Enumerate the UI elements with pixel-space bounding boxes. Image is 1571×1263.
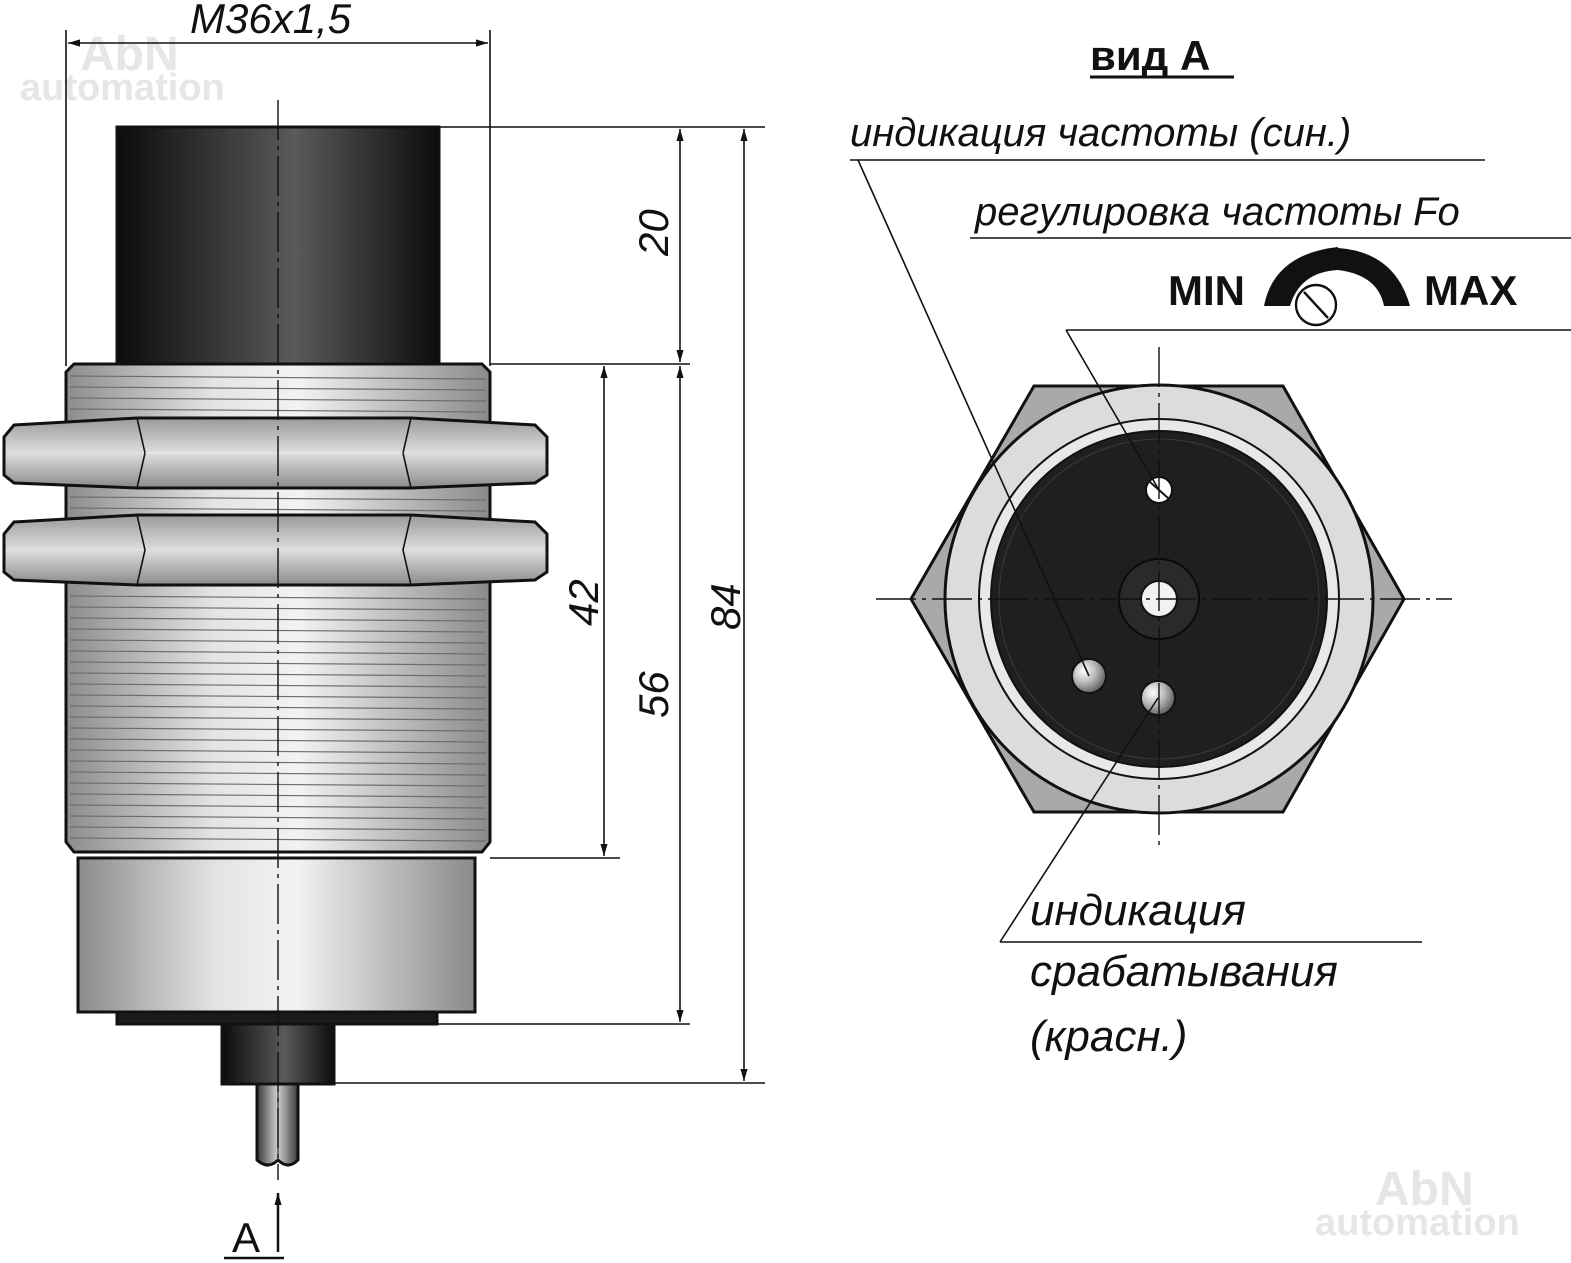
dimension-56: 56 bbox=[630, 366, 684, 1022]
watermark-sub: automation bbox=[1315, 1202, 1520, 1244]
dim-20-label: 20 bbox=[630, 209, 677, 257]
rear-housing bbox=[76, 856, 477, 1014]
min-label: MIN bbox=[1168, 267, 1245, 314]
frequency-adjust-label: регулировка частоты Fо bbox=[974, 190, 1460, 234]
rear-housing-band bbox=[115, 1010, 439, 1026]
extension-lines bbox=[334, 126, 765, 1084]
view-a-title: вид А bbox=[1090, 32, 1210, 79]
trigger-indicator-line2: срабатывания bbox=[1030, 947, 1338, 996]
dimension-20: 20 bbox=[630, 129, 684, 362]
end-view: вид А индикация частоты (син.) регулиров… bbox=[850, 32, 1571, 1061]
max-label: MAX bbox=[1424, 267, 1517, 314]
watermark-brand: AbN bbox=[1375, 1163, 1474, 1216]
dim-56-label: 56 bbox=[630, 671, 677, 718]
frequency-indicator-leader bbox=[857, 159, 1090, 677]
dimension-84: 84 bbox=[702, 129, 749, 1081]
watermark-brand: AbN bbox=[80, 28, 179, 81]
thread-line bbox=[69, 815, 487, 820]
dim-42-label: 42 bbox=[560, 579, 607, 626]
watermark-sub: automation bbox=[20, 67, 225, 109]
watermark-bottom: AbN automation bbox=[1315, 1163, 1520, 1244]
dim-84-label: 84 bbox=[702, 583, 749, 630]
dimension-42: 42 bbox=[560, 366, 608, 856]
thread-size-label: M36x1,5 bbox=[190, 0, 352, 42]
view-a-marker: A bbox=[232, 1214, 260, 1261]
watermark-top: AbN automation bbox=[20, 28, 225, 109]
frequency-adjust-leader bbox=[1065, 329, 1160, 491]
thread-line bbox=[69, 375, 487, 380]
trigger-indicator-leader bbox=[999, 697, 1159, 943]
thread-dimension: M36x1,5 bbox=[65, 0, 491, 366]
lock-nut-upper bbox=[2, 416, 549, 490]
frequency-indicator-label: индикация частоты (син.) bbox=[850, 111, 1351, 155]
side-view: A M36x1,5 20 42 56 bbox=[2, 0, 765, 1261]
trigger-indicator-line3: (красн.) bbox=[1030, 1012, 1187, 1061]
min-max-dial-icon bbox=[1264, 247, 1410, 327]
trigger-indicator-line1: индикация bbox=[1030, 886, 1246, 935]
lock-nut-lower bbox=[2, 513, 549, 587]
